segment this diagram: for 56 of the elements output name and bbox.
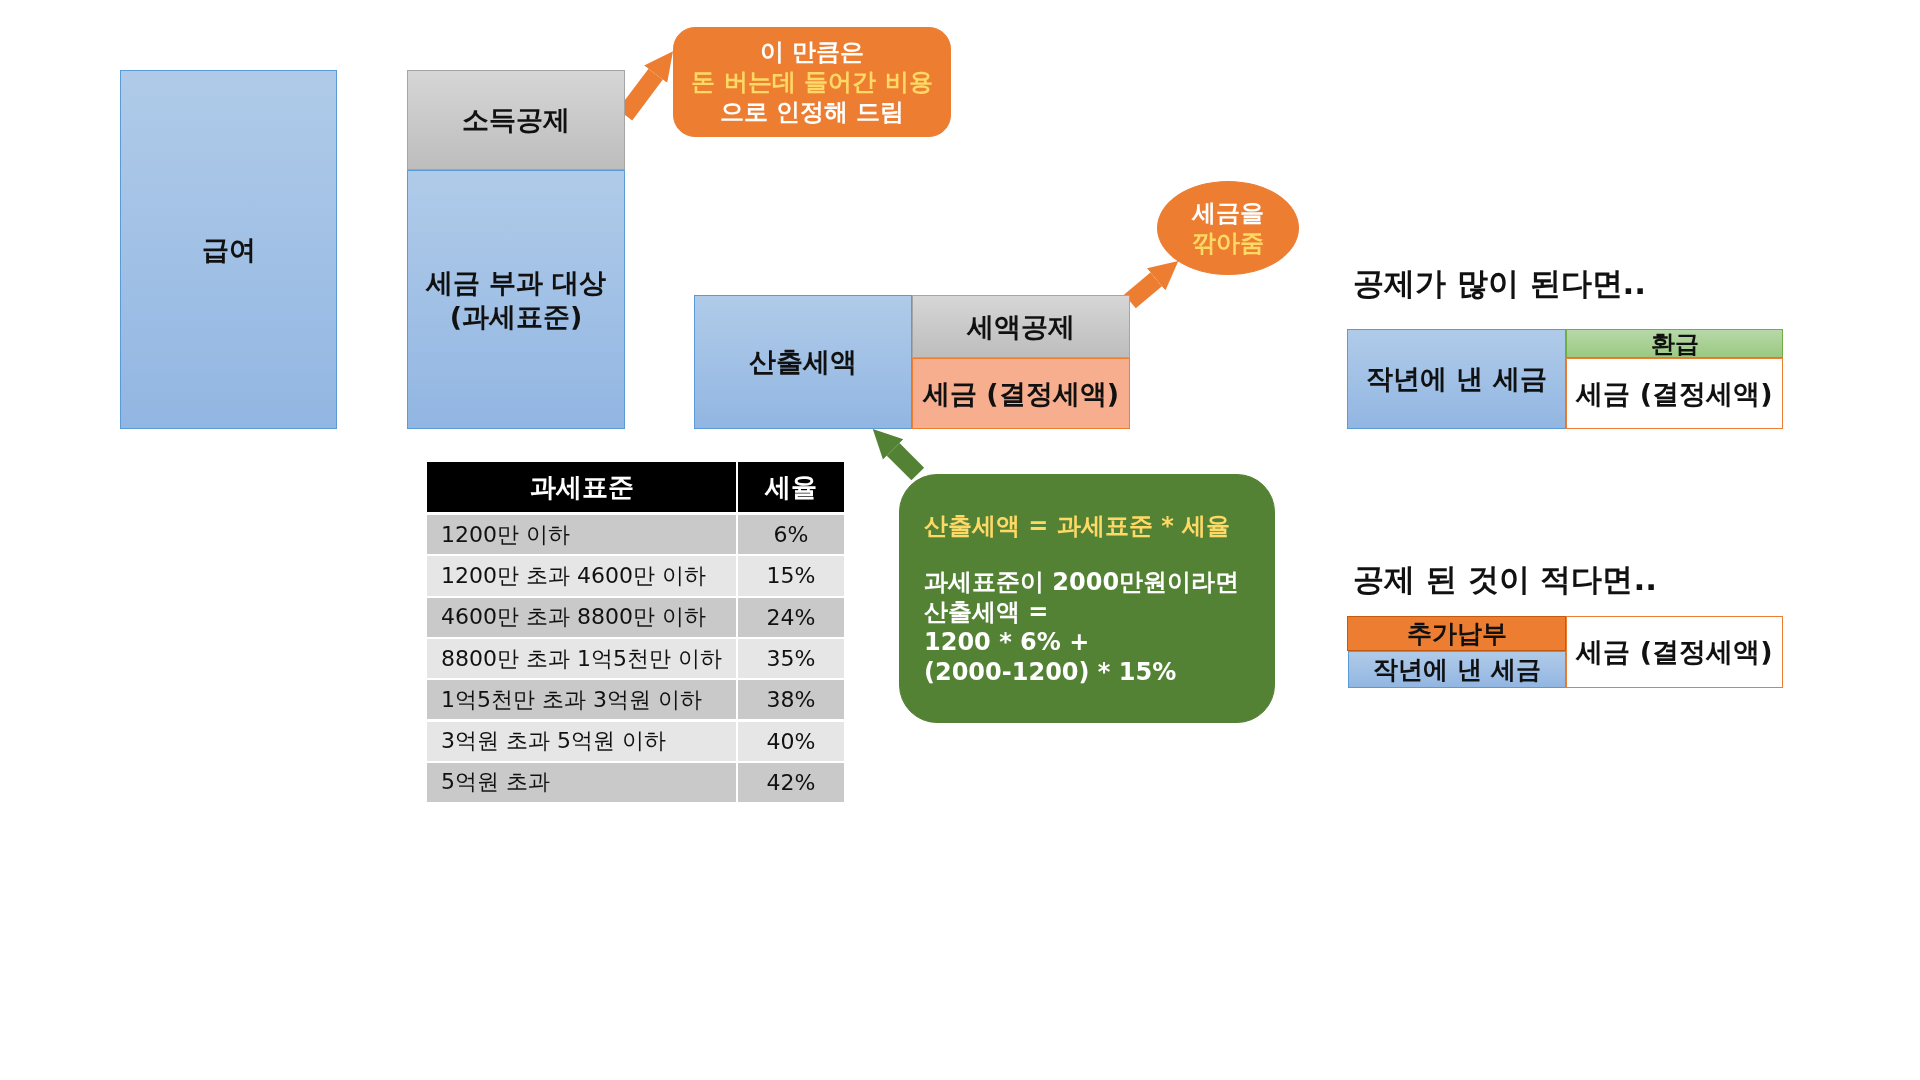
box-label: 작년에 낸 세금: [1373, 657, 1541, 682]
formula-callout: [899, 474, 1275, 723]
box-label: 급여: [201, 232, 256, 267]
final-tax-box: [912, 358, 1130, 429]
table-cell: 3억원 초과 5억원 이하: [427, 721, 736, 761]
block-arrow: [872, 429, 925, 481]
box-label: 돈 버는데 들어간 비용: [691, 67, 933, 97]
heading: 공제 된 것이 적다면..: [1353, 560, 1658, 599]
block-arrow: [1124, 260, 1179, 309]
box-label: 이 만큼은: [759, 37, 865, 67]
table-cell: 42%: [738, 762, 844, 803]
table-cell: 6%: [738, 515, 844, 555]
box-label: 환급: [1650, 331, 1699, 356]
box-label: 깎아줌: [1192, 228, 1264, 258]
table-cell: 24%: [738, 597, 844, 637]
table-header: 과세표준: [427, 462, 736, 512]
table-cell: 1억5천만 초과 3억원 이하: [427, 680, 736, 720]
box-label: 산출세액 =: [924, 596, 1049, 627]
box-label: 1200 * 6% +: [924, 626, 1090, 657]
calculated-tax-box: [694, 295, 912, 429]
table-cell: 40%: [738, 721, 844, 761]
deduction-box: [407, 70, 625, 170]
refund-box: [1566, 329, 1783, 358]
table-cell: 5억원 초과: [427, 762, 736, 803]
table-header: 세율: [738, 462, 844, 512]
box-label: 으로 인정해 드림: [719, 97, 905, 127]
box-label: 세금 부과 대상 (과세표준): [424, 265, 608, 334]
box-label: 세금 (결정세액): [922, 376, 1120, 411]
paid-tax-box: [1348, 651, 1566, 688]
box-label: 산출세액: [749, 345, 857, 379]
box-label: 세금을: [1192, 198, 1264, 228]
final-tax-box: [1566, 358, 1783, 429]
box-label: 세금 (결정세액): [1576, 376, 1773, 411]
box-label: (2000-1200) * 15%: [924, 656, 1177, 687]
additional-payment-box: [1347, 616, 1566, 651]
box-label: 추가납부: [1406, 621, 1507, 646]
table-cell: 1200만 이하: [427, 515, 736, 555]
callout-box: [673, 27, 951, 137]
table-cell: 4600만 초과 8800만 이하: [427, 597, 736, 637]
taxable-income-box: [407, 170, 625, 429]
table-cell: 38%: [738, 680, 844, 720]
salary-box: [120, 70, 337, 429]
tax-credit-box: [912, 295, 1130, 358]
box-label: 세액공제: [967, 309, 1075, 344]
paid-tax-box: [1347, 329, 1566, 429]
box-label: 과세표준이 2000만원이라면: [924, 566, 1240, 597]
box-label: 세금 (결정세액): [1576, 635, 1773, 669]
final-tax-box: [1566, 616, 1783, 688]
heading: 공제가 많이 된다면..: [1353, 264, 1648, 303]
box-label: 산출세액 = 과세표준 * 세율: [924, 510, 1231, 541]
table-cell: 1200만 초과 4600만 이하: [427, 556, 736, 596]
table-cell: 35%: [738, 638, 844, 679]
table-cell: 15%: [738, 556, 844, 596]
table-cell: 8800만 초과 1억5천만 이하: [427, 638, 736, 679]
box-label: 작년에 낸 세금: [1366, 362, 1547, 396]
box-label: 소득공제: [462, 103, 570, 137]
